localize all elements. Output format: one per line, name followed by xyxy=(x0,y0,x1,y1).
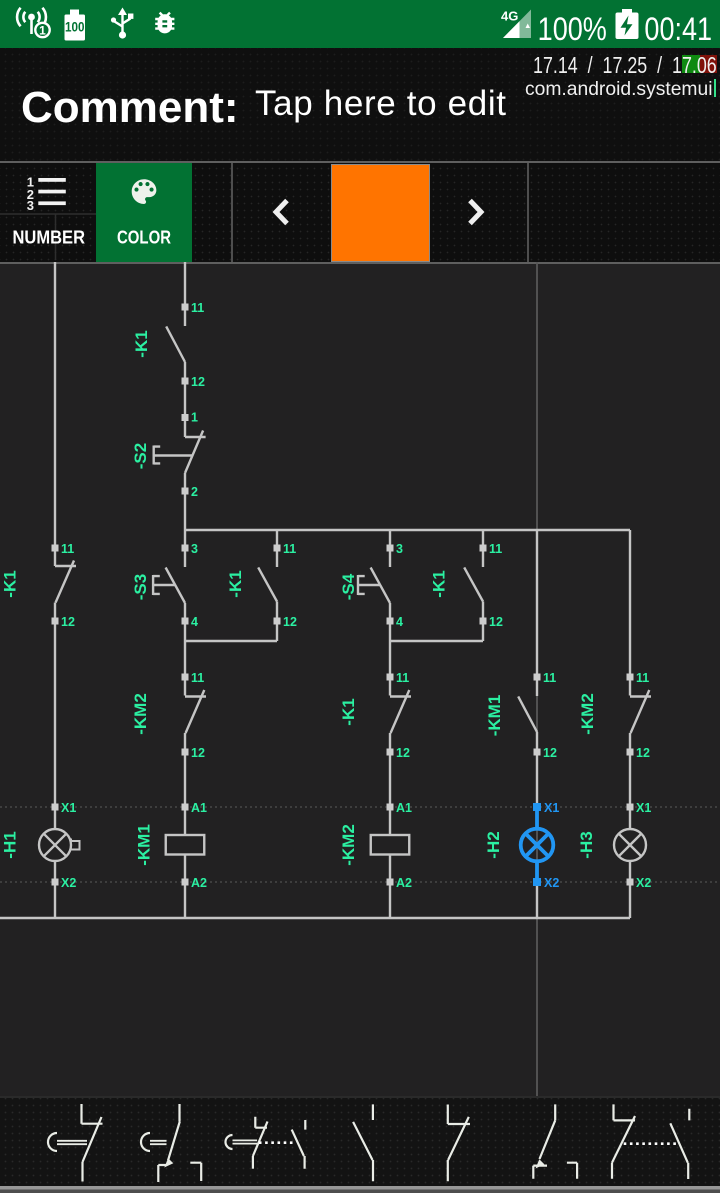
svg-text:11: 11 xyxy=(543,671,556,685)
svg-text:-S3: -S3 xyxy=(131,574,150,600)
svg-text:12: 12 xyxy=(543,746,557,760)
svg-text:4: 4 xyxy=(396,615,403,629)
svg-text:A2: A2 xyxy=(396,876,412,890)
svg-text:2: 2 xyxy=(27,187,34,202)
svg-text:-S4: -S4 xyxy=(339,573,358,600)
svg-text:3: 3 xyxy=(191,542,198,556)
svg-text:-KM2: -KM2 xyxy=(131,693,150,735)
svg-text:X2: X2 xyxy=(61,876,76,890)
svg-text:A1: A1 xyxy=(396,801,412,815)
svg-text:11: 11 xyxy=(191,301,204,315)
svg-text:100: 100 xyxy=(65,20,85,35)
svg-text:-S2: -S2 xyxy=(131,443,150,469)
svg-text:X2: X2 xyxy=(544,876,559,890)
svg-text:-K1: -K1 xyxy=(430,570,449,597)
svg-text:X2: X2 xyxy=(636,876,651,890)
svg-text:-KM2: -KM2 xyxy=(578,693,597,735)
svg-text:-K1: -K1 xyxy=(132,330,151,357)
svg-text:11: 11 xyxy=(636,671,649,685)
svg-text:11: 11 xyxy=(283,542,296,556)
svg-text:11: 11 xyxy=(191,671,204,685)
svg-text:4: 4 xyxy=(191,615,198,629)
svg-text:-K1: -K1 xyxy=(226,570,245,597)
svg-text:-KM1: -KM1 xyxy=(485,695,504,737)
svg-text:11: 11 xyxy=(489,542,502,556)
svg-text:X1: X1 xyxy=(61,801,76,815)
svg-text:3: 3 xyxy=(27,198,34,213)
svg-text:1: 1 xyxy=(39,23,46,37)
svg-text:12: 12 xyxy=(636,746,650,760)
svg-text:-H1: -H1 xyxy=(1,831,20,858)
svg-text:X1: X1 xyxy=(544,801,559,815)
svg-text:-K1: -K1 xyxy=(339,698,358,725)
svg-text:-K1: -K1 xyxy=(0,570,19,597)
svg-text:1: 1 xyxy=(27,174,34,189)
svg-text:1: 1 xyxy=(191,411,198,425)
svg-text:COLOR: COLOR xyxy=(117,228,171,248)
svg-text:11: 11 xyxy=(61,542,74,556)
svg-text:A2: A2 xyxy=(191,876,207,890)
svg-text:3: 3 xyxy=(396,542,403,556)
svg-text:-H2: -H2 xyxy=(484,831,503,858)
svg-text:11: 11 xyxy=(396,671,409,685)
svg-text:2: 2 xyxy=(191,485,198,499)
svg-text:12: 12 xyxy=(61,615,75,629)
svg-text:12: 12 xyxy=(283,615,297,629)
svg-text:4G: 4G xyxy=(501,9,518,24)
svg-text:-KM1: -KM1 xyxy=(135,824,154,866)
svg-text:NUMBER: NUMBER xyxy=(13,228,86,248)
svg-text:12: 12 xyxy=(191,375,205,389)
svg-text:X1: X1 xyxy=(636,801,651,815)
svg-text:12: 12 xyxy=(396,746,410,760)
svg-text:-H3: -H3 xyxy=(577,831,596,858)
svg-text:-KM2: -KM2 xyxy=(339,824,358,866)
svg-text:12: 12 xyxy=(489,615,503,629)
svg-text:12: 12 xyxy=(191,746,205,760)
svg-text:A1: A1 xyxy=(191,801,207,815)
